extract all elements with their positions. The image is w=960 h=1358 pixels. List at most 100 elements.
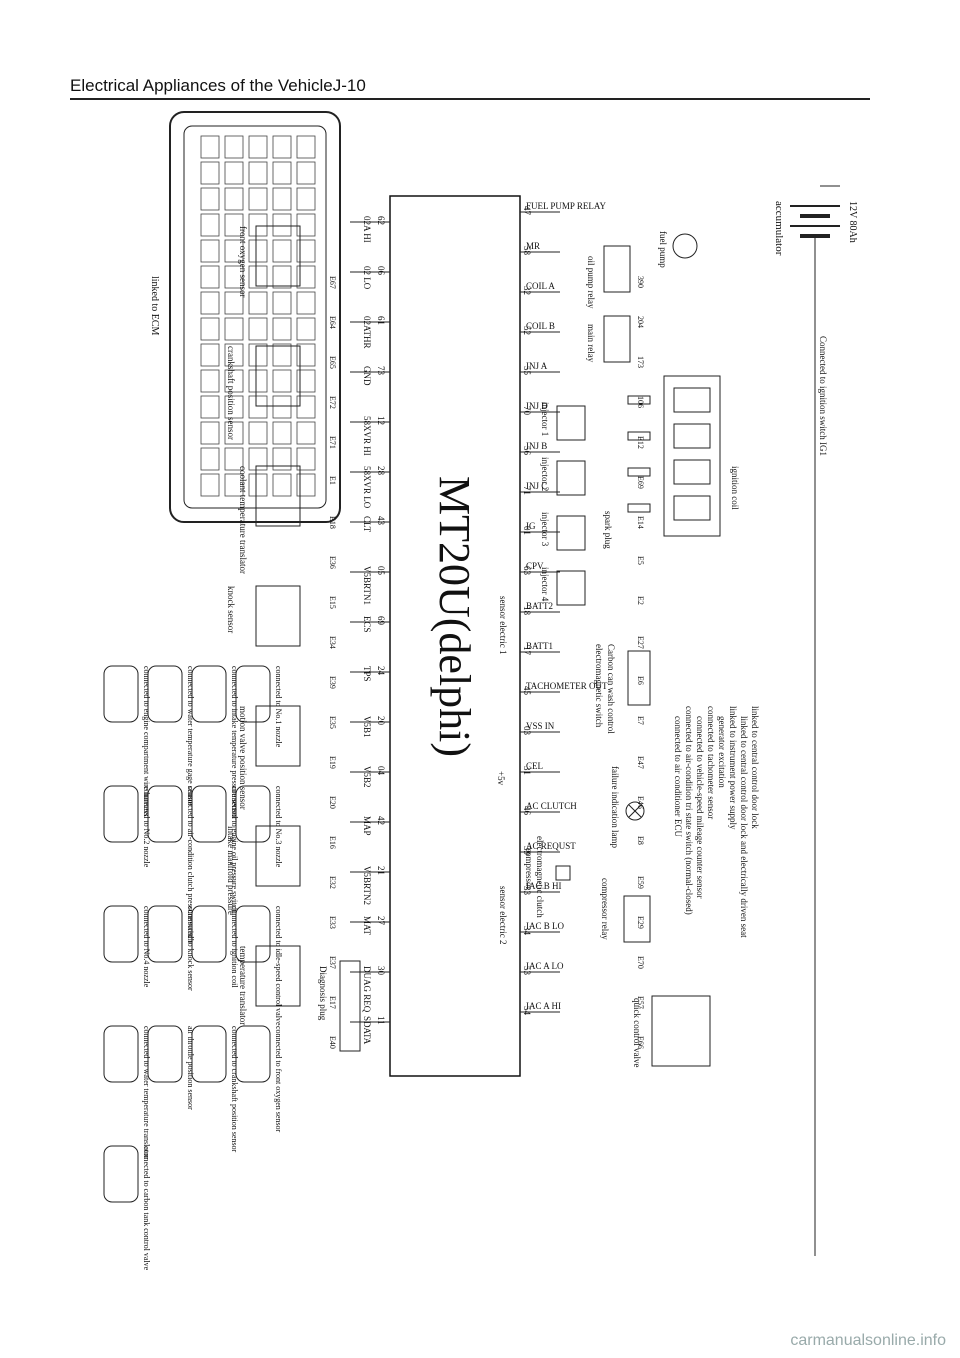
diagnosis-plug-label: Diagnosis plug — [318, 966, 328, 1021]
ecm-pin-cell — [248, 239, 268, 263]
ecm-pin-cell — [272, 447, 292, 471]
ecm-pin-cell — [200, 213, 220, 237]
sensor-label: front oxygen sensor — [238, 226, 248, 298]
plus5v-label: +5v — [496, 771, 506, 786]
ecm-pin-name: 02A HI — [362, 216, 372, 243]
ecm-pin-number: 33 — [522, 886, 532, 896]
ecm-pin-number: 73 — [376, 366, 386, 376]
ecm-pin-cell — [224, 239, 244, 263]
sensor-label: motion valve position sensor — [238, 706, 248, 810]
ecm-pin-cell — [224, 161, 244, 185]
ecm-pin-name: BATT1 — [526, 641, 553, 651]
page-header: Electrical Appliances of the VehicleJ-10 — [70, 76, 366, 96]
ecm-pin-name: IAC B LO — [526, 921, 565, 931]
ecm-pin-number: 63 — [522, 566, 532, 576]
wire-code: E39 — [328, 676, 337, 689]
ecm-pin-cell — [296, 239, 316, 263]
ecm-pin-number: 05 — [376, 566, 386, 576]
ignition-switch-note: Connected to ignition switch IG1 — [818, 336, 828, 456]
watermark: carmanualsonline.info — [790, 1332, 946, 1349]
ecm-pin-cell — [272, 161, 292, 185]
ecm-pin-cell — [224, 135, 244, 159]
ecm-pin-number: 17 — [522, 646, 532, 656]
ecm-pin-name: ECS — [362, 616, 372, 633]
ecm-pin-cell — [248, 135, 268, 159]
wire-code: E32 — [328, 876, 337, 889]
ecm-pin-name: 02ATHR — [362, 316, 372, 349]
wire-code: E34 — [328, 636, 337, 649]
wire-code: E6 — [636, 676, 645, 685]
sensor-icon — [255, 825, 301, 887]
diagnosis-plug: Diagnosis plug — [318, 960, 361, 1052]
ecm-connector-label: linked to ECM — [149, 276, 160, 336]
ecm-pin-name: TPS — [362, 666, 372, 682]
ecm-pin-cell — [296, 395, 316, 419]
ecm-pin-number: 11 — [376, 1016, 386, 1025]
ecm-pin-number: 18 — [522, 606, 532, 616]
ecm-pin-name: V5B2 — [362, 766, 372, 788]
wire-code: E29 — [636, 916, 645, 929]
header-page: J-10 — [332, 76, 366, 95]
ecm-pin-cell — [272, 369, 292, 393]
ecm-pin-cell — [224, 213, 244, 237]
ecm-pin-cell — [224, 473, 244, 497]
ecm-pin-cell — [224, 291, 244, 315]
ecm-pin-cell — [272, 213, 292, 237]
ecm-pin-name: FUEL PUMP RELAY — [526, 201, 607, 211]
wire-code: E27 — [636, 636, 645, 649]
right-note: connected to air conditioner ECU — [673, 716, 683, 837]
ecm-pin-number: 21 — [376, 866, 386, 875]
wire-code: E7 — [636, 716, 645, 725]
ecm-pin-number: 56 — [522, 446, 532, 456]
ecm-pin-cell — [248, 343, 268, 367]
ecm-pin-number: 71 — [522, 486, 532, 495]
ecm-pin-cell — [248, 213, 268, 237]
oil-pump-relay: oil pump relay — [586, 245, 631, 309]
ecm-pin-number: 39 — [522, 846, 532, 856]
ecm-pin-number: 53 — [522, 966, 532, 976]
clutch-label-2: compressor — [524, 848, 534, 890]
wire-code: E18 — [328, 516, 337, 529]
ignition-coil: ignition coil — [663, 375, 740, 537]
connector-note: connected to No.1 nozzle — [274, 666, 283, 748]
battery-rating: 12V 80Ah — [847, 201, 858, 243]
ecm-pin-cell — [248, 317, 268, 341]
ecm-pin-cell — [272, 135, 292, 159]
connector-face — [191, 1025, 227, 1083]
wire-codes: 390204173106E12E69E14E5E2E27E6E7E47E46E8… — [328, 276, 645, 1049]
ecm-pin-cell — [272, 187, 292, 211]
ecm-pin-cell — [272, 343, 292, 367]
ecm-pin-cell — [200, 135, 220, 159]
injector-label: injector 1 — [540, 402, 550, 436]
injector-label: injector 2 — [540, 457, 550, 491]
canister-label-2: electromagnetic switch — [594, 644, 604, 728]
ecm-pin-name: IAC A HI — [526, 1001, 561, 1011]
canister-label-1: Carbon can wash control — [606, 644, 616, 734]
wire-code: E47 — [636, 756, 645, 769]
ecm-pin-cell — [272, 421, 292, 445]
ecm-pin-number: 42 — [376, 816, 386, 825]
connector-face — [235, 785, 271, 843]
ecm-pin-cell — [200, 161, 220, 185]
ecm-pin-cell — [272, 473, 292, 497]
connector-note: connected to front oxygen sensor — [274, 1026, 283, 1133]
injector-icon — [556, 460, 586, 496]
sensor-icon — [255, 465, 301, 527]
magnetic-clutch: electromagnetic clutch compressor — [524, 836, 571, 918]
ecm-pin-cell — [200, 187, 220, 211]
ecm-pin-name: VSS IN — [526, 721, 555, 731]
connector-note: connected to carbon tank control valve — [142, 1146, 151, 1271]
main-relay: main relay — [586, 315, 631, 363]
ecm-pin-cell — [224, 447, 244, 471]
ecm-pin-cell — [296, 369, 316, 393]
ignition-coil-label: ignition coil — [730, 466, 740, 510]
ecm-pin-number: 52 — [522, 326, 532, 335]
ecm-pin-name: INJ B — [526, 441, 547, 451]
ecm-pin-name: V5BRTN2 — [362, 866, 372, 905]
ecm-pin-cell — [224, 265, 244, 289]
ecm-pin-cell — [296, 343, 316, 367]
ecm-pin-cell — [272, 291, 292, 315]
ecm-pin-name: V5B1 — [362, 716, 372, 738]
